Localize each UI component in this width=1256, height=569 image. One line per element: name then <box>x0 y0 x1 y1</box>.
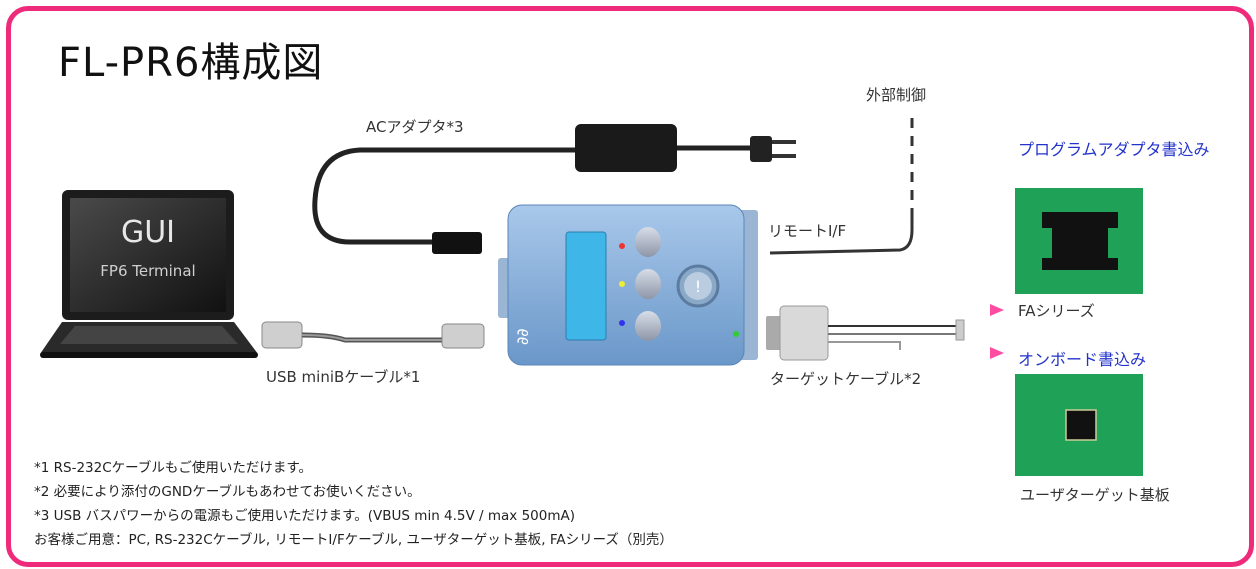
note-3: *3 USB バスパワーからの電源もご使用いただけます。(VBUS min 4.… <box>34 508 575 524</box>
user-target-board-label: ユーザターゲット基板 <box>1020 486 1170 504</box>
arrow-onboard <box>990 347 1004 359</box>
fl-pr6-device: ! ∂∂ <box>498 204 758 366</box>
laptop-screen-title: GUI <box>120 215 176 250</box>
fa-series-board <box>1015 188 1143 294</box>
external-control-label: 外部制御 <box>866 86 927 104</box>
note-customer-supplied: お客様ご用意：PC, RS-232Cケーブル, リモートI/Fケーブル, ユーザ… <box>34 532 673 548</box>
fa-series-label: FAシリーズ <box>1018 302 1095 320</box>
svg-text:∂∂: ∂∂ <box>513 328 532 345</box>
note-2: *2 必要により添付のGNDケーブルもあわせてお使いください。 <box>34 484 421 500</box>
note-1: *1 RS-232Cケーブルもご使用いただけます。 <box>34 460 312 476</box>
remote-if-label: リモートI/F <box>768 222 847 240</box>
remote-cable <box>769 110 914 255</box>
usb-cable-label: USB miniBケーブル*1 <box>266 368 421 386</box>
program-adapter-label: プログラムアダプタ書込み <box>1018 140 1210 159</box>
onboard-write-label: オンボード書込み <box>1018 350 1147 369</box>
user-target-board <box>1015 374 1143 476</box>
laptop-screen-subtitle: FP6 Terminal <box>100 262 196 280</box>
page-title: FL-PR6構成図 <box>58 40 324 86</box>
svg-text:!: ! <box>695 277 701 296</box>
laptop-pc <box>40 190 258 358</box>
target-cable-label: ターゲットケーブル*2 <box>770 370 922 388</box>
target-cable <box>766 305 965 361</box>
ac-adapter <box>312 124 796 254</box>
ac-adapter-label: ACアダプタ*3 <box>366 118 464 136</box>
usb-cable <box>261 321 485 349</box>
arrow-fa <box>990 304 1004 316</box>
